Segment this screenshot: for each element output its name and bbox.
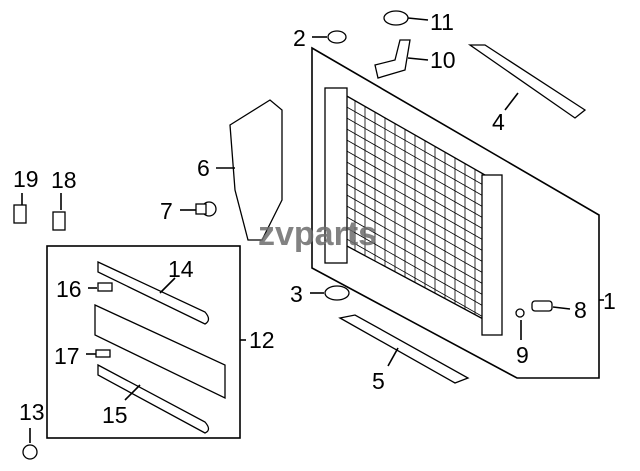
- callout-15: 15: [102, 402, 128, 428]
- pad-16[interactable]: [97, 282, 113, 292]
- air-guide[interactable]: [94, 303, 226, 400]
- fin-line: [344, 105, 486, 187]
- fin-line: [344, 193, 486, 275]
- radiator-right-tank: [481, 174, 503, 336]
- air-guide-group-box: [46, 245, 241, 439]
- callout-8: 8: [574, 297, 587, 323]
- radiator-left-tank: [324, 87, 348, 264]
- fin-line: [344, 116, 486, 198]
- radiator-core[interactable]: [324, 87, 503, 336]
- callout-17: 17: [54, 343, 80, 369]
- fin-line: [344, 215, 486, 297]
- callout-4: 4: [492, 109, 505, 135]
- fin-line: [344, 182, 486, 264]
- callout-7: 7: [160, 198, 173, 224]
- callout-12: 12: [249, 327, 275, 353]
- fin-line: [344, 171, 486, 253]
- fin-line: [344, 149, 486, 231]
- callout-19: 19: [13, 166, 39, 192]
- callout-18: 18: [51, 167, 77, 193]
- fin-line: [344, 160, 486, 242]
- radiator-cap-part[interactable]: [383, 10, 409, 26]
- callout-6: 6: [197, 155, 210, 181]
- lower-seal-part[interactable]: [338, 314, 470, 384]
- bracket-19-part[interactable]: [13, 204, 27, 224]
- pad-17[interactable]: [95, 349, 111, 358]
- fin-line: [344, 226, 486, 308]
- side-deflector-part[interactable]: [229, 99, 283, 241]
- callout-11: 11: [430, 9, 454, 35]
- upper-seal-strip[interactable]: [97, 260, 210, 325]
- lower-seal-strip[interactable]: [97, 363, 210, 434]
- fin-line: [344, 237, 486, 319]
- callout-13: 13: [19, 399, 45, 425]
- callout-9: 9: [516, 342, 529, 368]
- leader-arrows: [21, 17, 571, 443]
- callout-16: 16: [56, 276, 82, 302]
- callout-1: 1: [603, 288, 616, 314]
- cushion-part[interactable]: [324, 285, 350, 301]
- callout-2: 2: [293, 25, 306, 51]
- callout-5: 5: [372, 368, 385, 394]
- watermark: zvparts: [258, 215, 377, 253]
- bracket-18-part[interactable]: [52, 211, 66, 231]
- upper-support-part[interactable]: [467, 44, 587, 119]
- radiator-group-outline: [311, 46, 600, 379]
- drain-cock-part[interactable]: [531, 300, 553, 312]
- callout-3: 3: [290, 281, 303, 307]
- fin-line: [344, 138, 486, 220]
- bolt-part[interactable]: [195, 201, 217, 217]
- filler-neck-part[interactable]: [374, 39, 411, 79]
- o-ring-part[interactable]: [515, 308, 525, 318]
- fin-line: [344, 127, 486, 209]
- radiator-fins: [344, 100, 486, 319]
- cap-part[interactable]: [327, 30, 347, 44]
- callout-10: 10: [430, 47, 456, 73]
- callout-14: 14: [168, 256, 194, 282]
- nut-part[interactable]: [22, 444, 38, 460]
- fin-line: [344, 204, 486, 286]
